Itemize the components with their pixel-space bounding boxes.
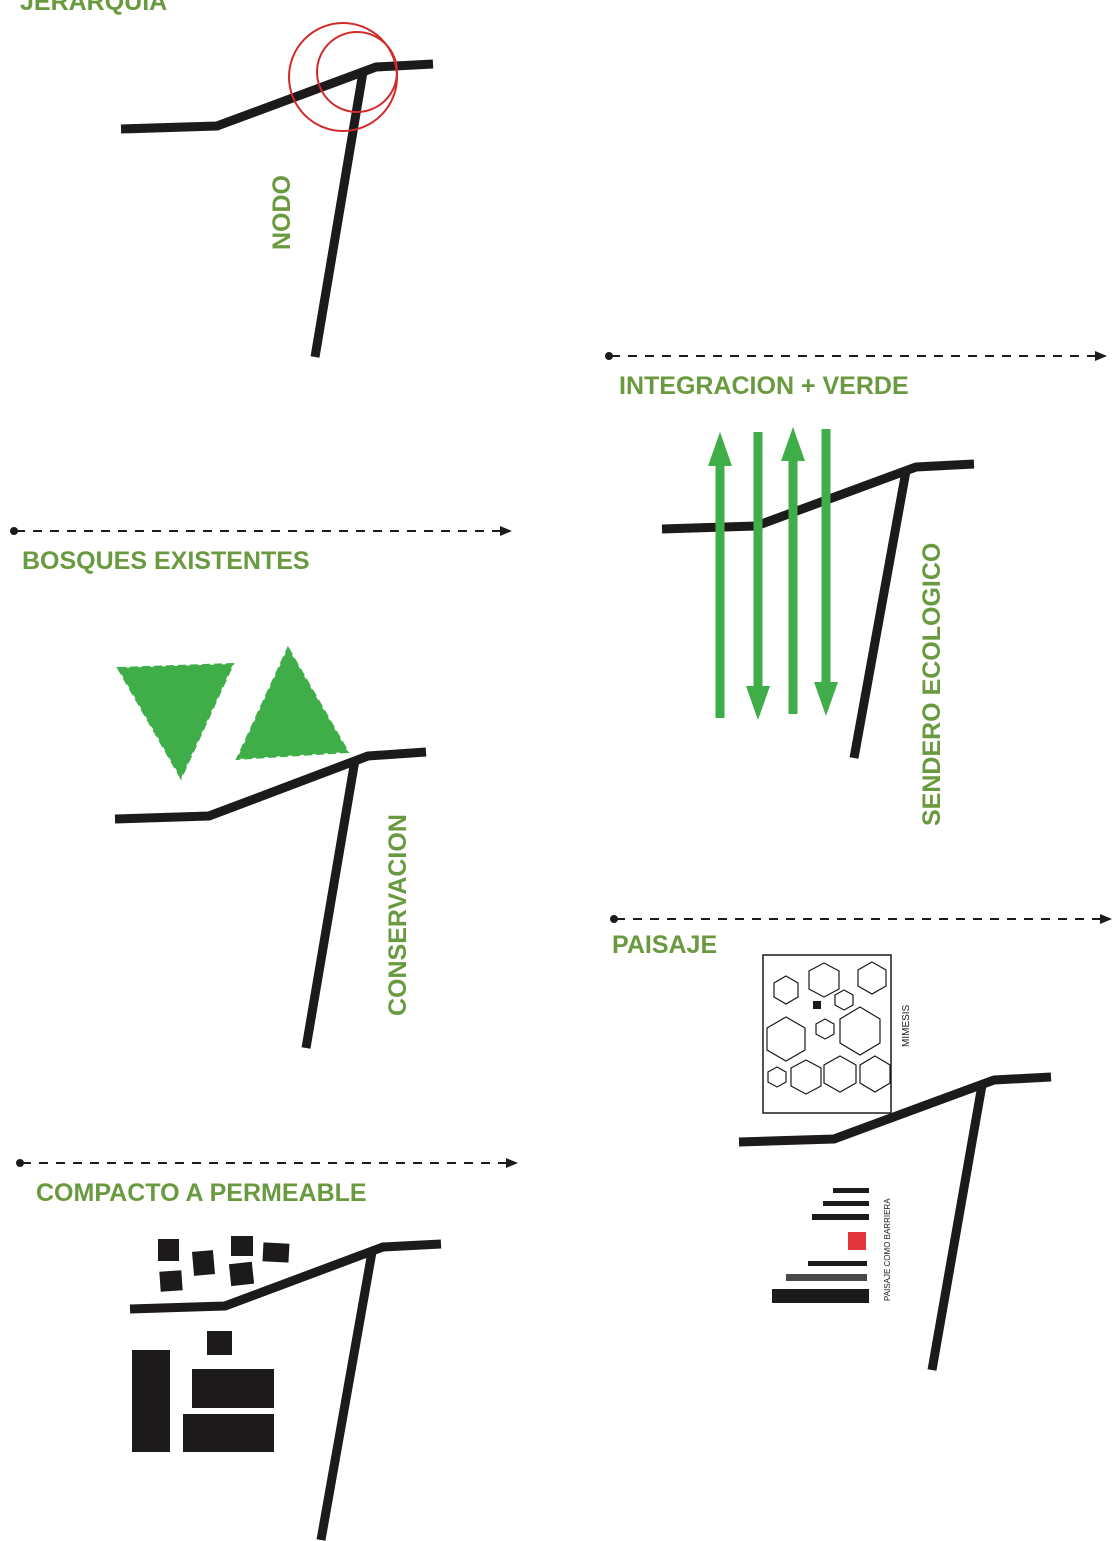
integracion-title: INTEGRACION + VERDE <box>619 372 909 400</box>
arrow-up-head <box>781 427 805 461</box>
road-main <box>120 59 434 134</box>
hexagon-pattern <box>766 961 891 1095</box>
road-branch <box>310 71 368 358</box>
dashed-line-start-dot <box>10 527 18 535</box>
compacto-title: COMPACTO A PERMEABLE <box>36 1179 367 1207</box>
building-block <box>231 1236 253 1256</box>
arrow-up-head <box>708 432 732 466</box>
green-arrows <box>708 427 838 720</box>
barrier-bar <box>808 1261 867 1266</box>
section-paisaje: PAISAJE MIMESIS <box>610 914 1112 1371</box>
building-block <box>132 1350 170 1452</box>
building-block <box>192 1369 274 1408</box>
road-branch <box>927 1084 987 1371</box>
hexagon <box>859 1055 891 1093</box>
arrow-down-head <box>814 682 838 716</box>
building-block <box>207 1331 232 1355</box>
bosques-title: BOSQUES EXISTENTES <box>22 547 310 575</box>
road-main <box>114 747 427 824</box>
barrier-bar <box>812 1214 869 1220</box>
road-branch <box>316 1251 377 1541</box>
road-main <box>738 1072 1052 1147</box>
sendero-label: SENDERO ECOLOGICO <box>918 543 946 826</box>
node-ring-inner <box>316 31 398 113</box>
barrier-bars <box>772 1188 869 1303</box>
building-block <box>159 1270 183 1292</box>
hexagon <box>808 962 840 998</box>
building-block <box>228 1261 255 1287</box>
road-main <box>129 1239 442 1314</box>
section-bosques: BOSQUES EXISTENTES CONSERVACION <box>10 526 512 1049</box>
hexagon <box>857 961 887 995</box>
forest-triangle-up <box>235 645 350 761</box>
section-jerarquia: JERARQUIA NODO <box>20 0 434 358</box>
barrier-label: PAISAJE COMO BARRIERA <box>883 1198 892 1301</box>
dashed-line-start-dot <box>605 352 613 360</box>
barrier-bar <box>786 1274 867 1281</box>
nodo-label: NODO <box>268 175 296 250</box>
barrier-bar <box>772 1289 869 1303</box>
dashed-line-start-dot <box>16 1159 24 1167</box>
hexagon <box>790 1059 822 1095</box>
dashed-line-start-dot <box>610 915 618 923</box>
hexagon <box>815 1018 835 1040</box>
mimesis-label: MIMESIS <box>901 1004 912 1047</box>
road-branch <box>849 470 911 759</box>
hexagon <box>839 1006 881 1056</box>
conservacion-label: CONSERVACION <box>384 814 412 1016</box>
hexagon <box>773 975 799 1005</box>
road-branch <box>301 759 360 1049</box>
building-block <box>262 1242 290 1263</box>
forest-triangle-down <box>116 662 235 781</box>
building-blocks <box>132 1236 290 1452</box>
hexagon <box>823 1055 857 1093</box>
jerarquia-title: JERARQUIA <box>20 0 167 16</box>
road-main <box>661 459 975 534</box>
mimesis-square <box>813 1001 821 1009</box>
mimesis-panel <box>762 954 892 1114</box>
hexagon <box>834 989 854 1011</box>
barrier-bar <box>833 1188 869 1193</box>
section-compacto: COMPACTO A PERMEABLE <box>16 1158 518 1541</box>
section-integracion: INTEGRACION + VERDE SENDERO ECOLOGICO <box>605 351 1107 826</box>
arrow-down-head <box>746 686 770 720</box>
paisaje-title: PAISAJE <box>612 931 717 959</box>
building-block <box>183 1414 274 1452</box>
building-block <box>158 1239 179 1261</box>
hexagon <box>767 1066 787 1088</box>
building-block <box>191 1250 216 1276</box>
hexagon <box>766 1016 806 1062</box>
barrier-bar <box>823 1201 869 1206</box>
barrier-red-square <box>848 1232 866 1250</box>
